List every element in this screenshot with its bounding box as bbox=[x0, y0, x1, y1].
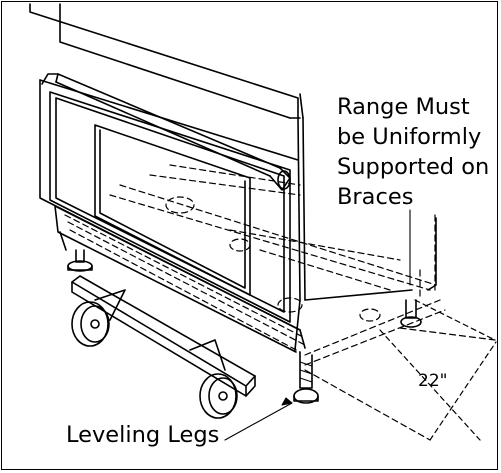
callout-line-1: Range Must bbox=[337, 94, 470, 120]
leveling-leg-right bbox=[400, 299, 422, 328]
range-kick-plate bbox=[54, 205, 306, 353]
leveling-legs-label: Leveling Legs bbox=[66, 422, 220, 448]
leveling-leg-front bbox=[293, 351, 319, 404]
caster-dolly bbox=[71, 275, 256, 397]
brace-support-callout: Range Must be Uniformly Supported on Bra… bbox=[337, 92, 489, 212]
oven-front bbox=[39, 79, 301, 331]
dimension-lines bbox=[379, 299, 497, 441]
oven-handle bbox=[41, 73, 291, 191]
callout-line-2: be Uniformly bbox=[337, 124, 482, 150]
hidden-brace-lines bbox=[64, 164, 496, 441]
dimension-label: 22" bbox=[418, 371, 448, 391]
callout-line-4: Braces bbox=[337, 184, 414, 210]
caster-left bbox=[71, 301, 110, 347]
leveling-leg-left bbox=[67, 249, 93, 272]
callout-line-3: Supported on bbox=[337, 154, 490, 180]
range-top-panel bbox=[29, 3, 304, 119]
caster-right bbox=[199, 373, 238, 419]
leader-lines bbox=[224, 209, 411, 441]
